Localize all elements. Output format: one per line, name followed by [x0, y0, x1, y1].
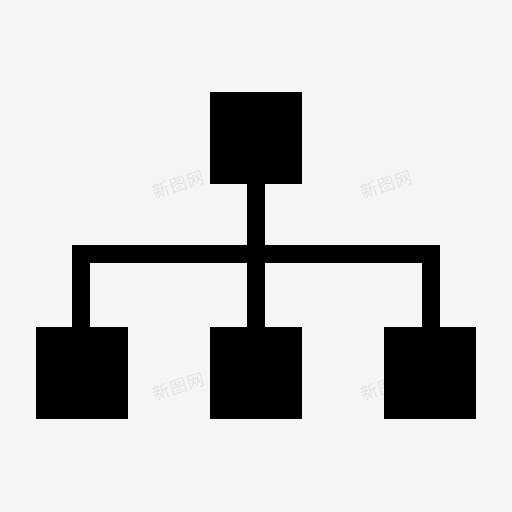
- svg-text:新图网: 新图网: [150, 167, 208, 203]
- top-node: [210, 92, 302, 184]
- svg-text:新图网: 新图网: [358, 167, 416, 203]
- bottom-center-node: [210, 327, 302, 419]
- bottom-left-node: [36, 327, 128, 419]
- svg-text:新图网: 新图网: [150, 369, 208, 405]
- hierarchy-shape: [36, 92, 476, 419]
- bottom-right-node: [384, 327, 476, 419]
- horizontal-connector: [72, 245, 440, 263]
- right-connector: [422, 245, 440, 330]
- left-connector: [72, 245, 90, 330]
